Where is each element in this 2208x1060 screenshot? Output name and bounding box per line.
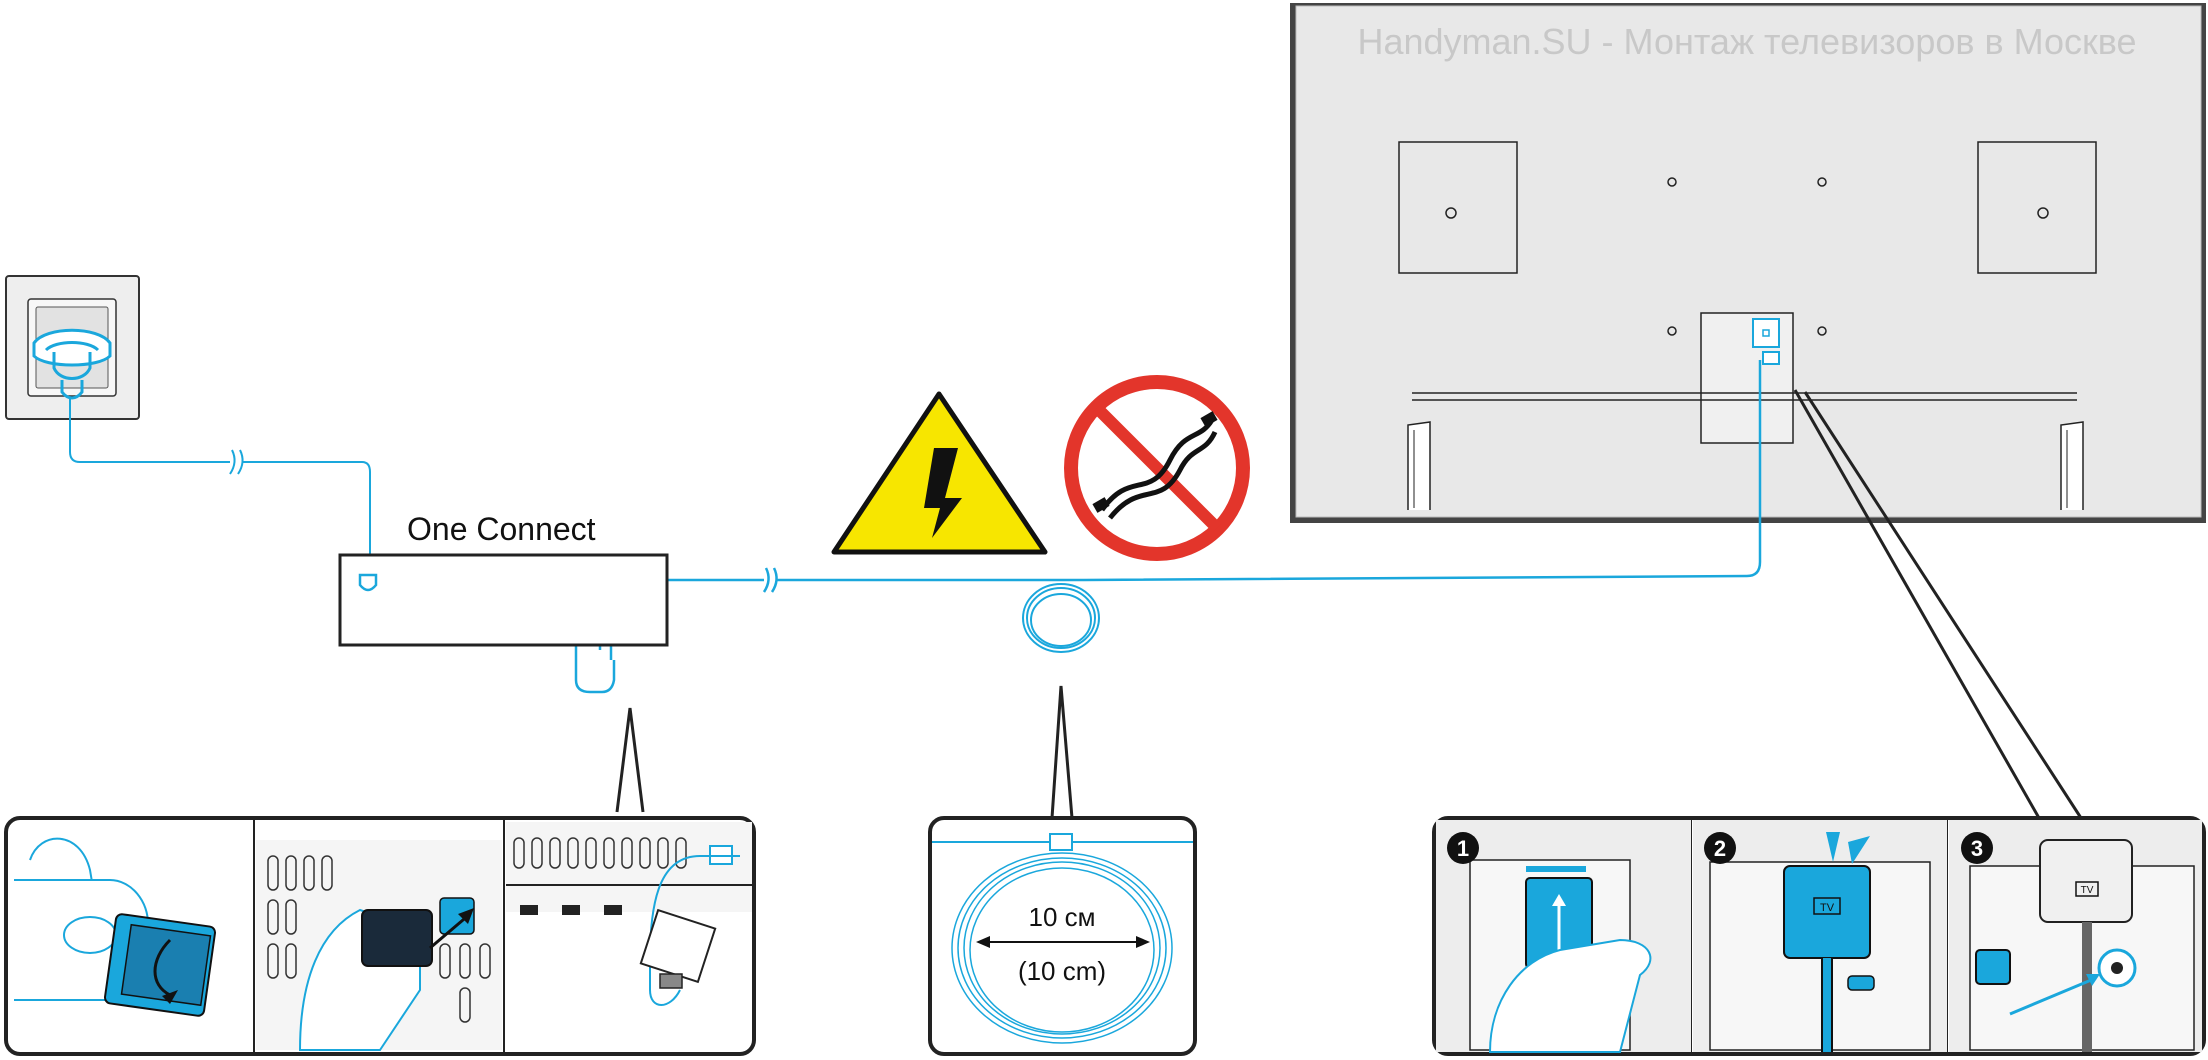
no-tangled-cable-icon (1064, 375, 1250, 561)
power-port-icon (358, 573, 378, 592)
step-3-panel: TV 3 (1949, 820, 2202, 1052)
coil-diameter-label: 10 см (1028, 902, 1095, 932)
power-cable (69, 398, 377, 588)
coil-diameter-label-en: (10 cm) (1018, 956, 1106, 986)
step-number: 2 (1714, 836, 1726, 861)
power-plug-icon (32, 328, 112, 400)
step-number: 1 (1457, 836, 1469, 861)
panel-strip-right: 1 TV 2 TV (1432, 816, 2206, 1056)
watermark-text: Handyman.SU - Монтаж телевизоров в Москв… (1357, 21, 2136, 62)
cable-coil-icon (1022, 583, 1100, 653)
tv-badge: TV (1820, 902, 1835, 914)
step-number-badge (1961, 832, 1993, 864)
mount-hole (1667, 326, 1677, 336)
mount-hole (1817, 326, 1827, 336)
stand-foot-right (2060, 421, 2084, 510)
step-2-panel: TV 2 (1693, 820, 1947, 1052)
mount-hole (1667, 177, 1677, 187)
step-number-badge (1447, 832, 1479, 864)
step-number-badge (1704, 832, 1736, 864)
vesa-plate-left (1398, 141, 1518, 274)
panel-coil-detail: 10 см (10 cm) (928, 816, 1197, 1056)
panel-strip-left (4, 816, 756, 1056)
tv-back-panel: Handyman.SU - Монтаж телевизоров в Москв… (1290, 3, 2206, 523)
callout-pointers (615, 389, 2083, 819)
tv-badge: TV (2081, 885, 2094, 896)
panel-route-cable (506, 822, 752, 1006)
warning-high-voltage-icon (831, 391, 1048, 555)
panel-peel-tape (14, 837, 216, 1017)
one-connect-label: One Connect (407, 511, 596, 547)
panel-attach-holder (256, 840, 502, 1051)
step-1-panel: 1 (1436, 820, 1691, 1053)
mount-hole (1817, 177, 1827, 187)
one-connect-box: One Connect (338, 511, 669, 647)
stand-foot-left (1407, 421, 1431, 510)
step-number: 3 (1971, 836, 1983, 861)
vesa-plate-right (1977, 141, 2097, 274)
